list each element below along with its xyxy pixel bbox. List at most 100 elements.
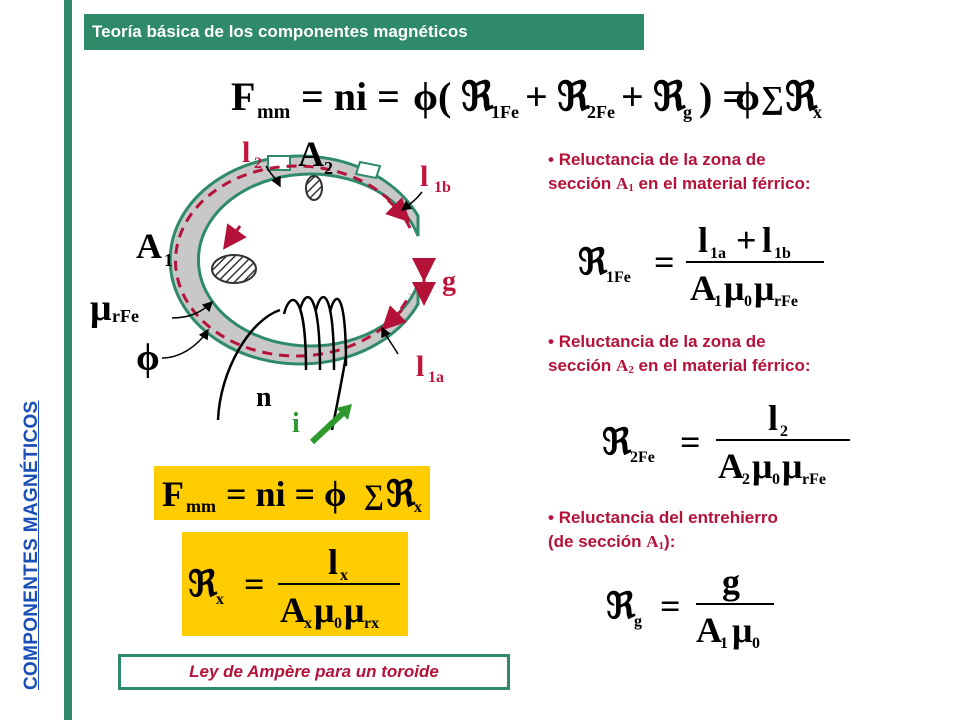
label-l2-sub: 2 xyxy=(254,155,262,172)
bullet-line2-post: ): xyxy=(664,532,676,551)
bullet-r1fe: • Reluctancia de la zona de sección A1 e… xyxy=(548,148,811,200)
r1fe-lhs-sub: 1Fe xyxy=(606,269,631,286)
bullet-line1: Reluctancia de la zona de xyxy=(558,332,766,351)
box1-r: ℜ xyxy=(386,474,416,514)
eq-r2-sub: 2Fe xyxy=(587,102,615,122)
eq-rx: ℜ xyxy=(785,74,818,119)
bullet-area: A xyxy=(616,174,629,193)
label-flux-phi: ϕ xyxy=(136,337,160,379)
label-l1b: l xyxy=(420,160,428,193)
box1-sum: ∑ xyxy=(364,480,384,511)
flux-arrow xyxy=(385,197,411,223)
box2-den-a-sub: x xyxy=(304,615,312,632)
label-l1a: l xyxy=(416,350,424,383)
bullet-line2-pre: (de sección xyxy=(548,532,647,551)
bullet-area: A xyxy=(616,356,629,375)
magnetic-core xyxy=(168,154,420,366)
toroid-diagram: l 2 A 2 l 1b A 1 g μ rFe ϕ l 1a n i xyxy=(90,134,456,445)
core-notch xyxy=(354,160,382,180)
box1-mid: = ni = ϕ xyxy=(226,474,347,514)
ampere-law-box: F mm = ni = ϕ ∑ ℜ x xyxy=(154,466,430,520)
box2-num-sub: x xyxy=(340,567,348,584)
box1-lhs: F xyxy=(162,474,184,514)
r1fe-lhs: ℜ xyxy=(578,242,608,282)
rg-eq: = xyxy=(660,586,681,626)
label-gap-g: g xyxy=(442,266,456,297)
bullet-area-sub: 2 xyxy=(628,364,634,376)
rg-den-a-sub: 1 xyxy=(720,635,728,652)
bullet-line1: Reluctancia de la zona de xyxy=(558,150,766,169)
bullet-line2-post: en el material férrico: xyxy=(633,174,811,193)
r1fe-den-mu0: μ xyxy=(724,268,744,308)
eq-phi: ϕ xyxy=(735,74,760,119)
eq-r2: ℜ xyxy=(557,74,590,119)
leader-line xyxy=(381,326,399,355)
r1fe-den-a-sub: 1 xyxy=(714,293,722,308)
leader-line xyxy=(171,300,214,319)
eq-ni: = ni = xyxy=(301,74,400,119)
label-l1a-sub: 1a xyxy=(428,369,444,386)
cross-section-a2 xyxy=(305,175,323,201)
r2fe-num-sub: 2 xyxy=(780,423,788,440)
r2fe-eq: = xyxy=(680,422,701,462)
label-a1-sub: 1 xyxy=(164,250,173,270)
flux-path xyxy=(174,164,412,358)
leader-line xyxy=(161,328,209,359)
r1fe-num-b: l xyxy=(762,220,772,260)
r1fe-den-mur-sub: rFe xyxy=(774,293,798,308)
label-a2-sub: 2 xyxy=(324,158,333,178)
eq-lhs: F xyxy=(231,74,255,119)
rg-lhs: ℜ xyxy=(606,586,636,626)
eq-rg-sub: g xyxy=(683,102,692,122)
flux-arrow xyxy=(223,223,247,250)
box2-den-mur: μ xyxy=(344,590,364,630)
rg-den-mu0: μ xyxy=(732,610,752,650)
sidebar-accent-bar xyxy=(64,0,72,720)
equation-r1fe: ℜ 1Fe = l 1a + l 1b A 1 μ 0 μ rFe xyxy=(578,220,824,308)
sidebar-section-label: COMPONENTES MAGNÉTICOS xyxy=(21,400,42,690)
r1fe-num-a: l xyxy=(698,220,708,260)
rg-lhs-sub: g xyxy=(634,613,642,630)
rg-den-mu0-sub: 0 xyxy=(752,635,760,652)
r1fe-num-b-sub: 1b xyxy=(774,245,791,262)
bullet-dot: • xyxy=(548,332,559,351)
label-l1b-sub: 1b xyxy=(434,179,451,196)
eq-plus2: + xyxy=(621,74,644,119)
r2fe-den-a-sub: 2 xyxy=(742,471,750,488)
current-arrow xyxy=(309,409,347,445)
eq-close: ) = xyxy=(699,74,745,119)
box2-lhs-sub: x xyxy=(216,591,224,608)
leader-line xyxy=(400,191,423,211)
eq-phi-open: ϕ( xyxy=(413,74,451,119)
r2fe-den-a: A xyxy=(718,446,744,486)
box2-num: l xyxy=(328,542,338,582)
current-arrow-head xyxy=(336,404,352,420)
cross-section-a1 xyxy=(211,254,257,284)
label-a1: A xyxy=(136,226,162,266)
box1-r-sub: x xyxy=(414,499,422,516)
equation-rg: ℜ g = g A 1 μ 0 xyxy=(606,562,774,652)
box2-eq: = xyxy=(244,564,265,604)
label-mu-rfe: μ xyxy=(90,287,112,329)
main-equation: F mm = ni = ϕ( ℜ 1Fe + ℜ 2Fe + ℜ g ) = ϕ… xyxy=(231,74,822,123)
eq-r1-sub: 1Fe xyxy=(491,102,519,122)
label-mu-rfe-sub: rFe xyxy=(112,306,139,326)
r1fe-den-a: A xyxy=(690,268,716,308)
leader-line xyxy=(265,165,281,188)
label-a2: A xyxy=(298,134,324,174)
bullet-line2-post: en el material férrico: xyxy=(633,356,811,375)
rg-num: g xyxy=(722,562,740,602)
bullet-line1: Reluctancia del entrehierro xyxy=(558,508,778,527)
box1-lhs-sub: mm xyxy=(186,496,216,516)
r2fe-num: l xyxy=(768,398,778,438)
r2fe-lhs-sub: 2Fe xyxy=(630,449,655,466)
r1fe-plus: + xyxy=(736,220,757,260)
bullet-area: A xyxy=(646,532,659,551)
eq-plus1: + xyxy=(525,74,548,119)
r1fe-den-mur: μ xyxy=(754,268,774,308)
eq-r1: ℜ xyxy=(461,74,494,119)
box2-den-mur-sub: rx xyxy=(364,615,379,632)
bullet-r2fe: • Reluctancia de la zona de sección A2 e… xyxy=(548,330,811,382)
r2fe-den-mu0-sub: 0 xyxy=(772,471,780,488)
r2fe-den-mu0: μ xyxy=(752,446,772,486)
